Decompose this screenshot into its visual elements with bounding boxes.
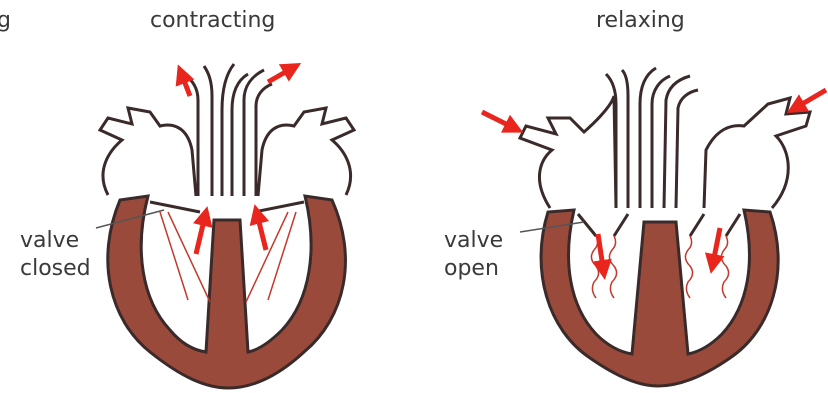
valve-open-label-line1: valve bbox=[444, 228, 503, 254]
ventricle-muscle-left bbox=[108, 196, 346, 388]
heart-contracting bbox=[96, 64, 354, 388]
valve-closed-label-line1: valve bbox=[20, 228, 79, 254]
arrow-out-left bbox=[180, 70, 190, 96]
valve-open-label-line2: open bbox=[444, 256, 499, 282]
title-relaxing: relaxing bbox=[596, 8, 685, 34]
great-vessels-right bbox=[606, 68, 698, 208]
title-contracting: contracting bbox=[150, 8, 275, 34]
valve-closed-label-line2: closed bbox=[20, 256, 91, 282]
valve-closed-left bbox=[150, 202, 304, 212]
arrow-out-right bbox=[268, 66, 296, 82]
arrow-in-right bbox=[792, 90, 826, 110]
cut-off-label: g bbox=[0, 8, 11, 34]
arrow-in-left bbox=[482, 112, 518, 130]
atria-outline-left bbox=[100, 108, 354, 196]
heart-relaxing bbox=[482, 68, 826, 386]
